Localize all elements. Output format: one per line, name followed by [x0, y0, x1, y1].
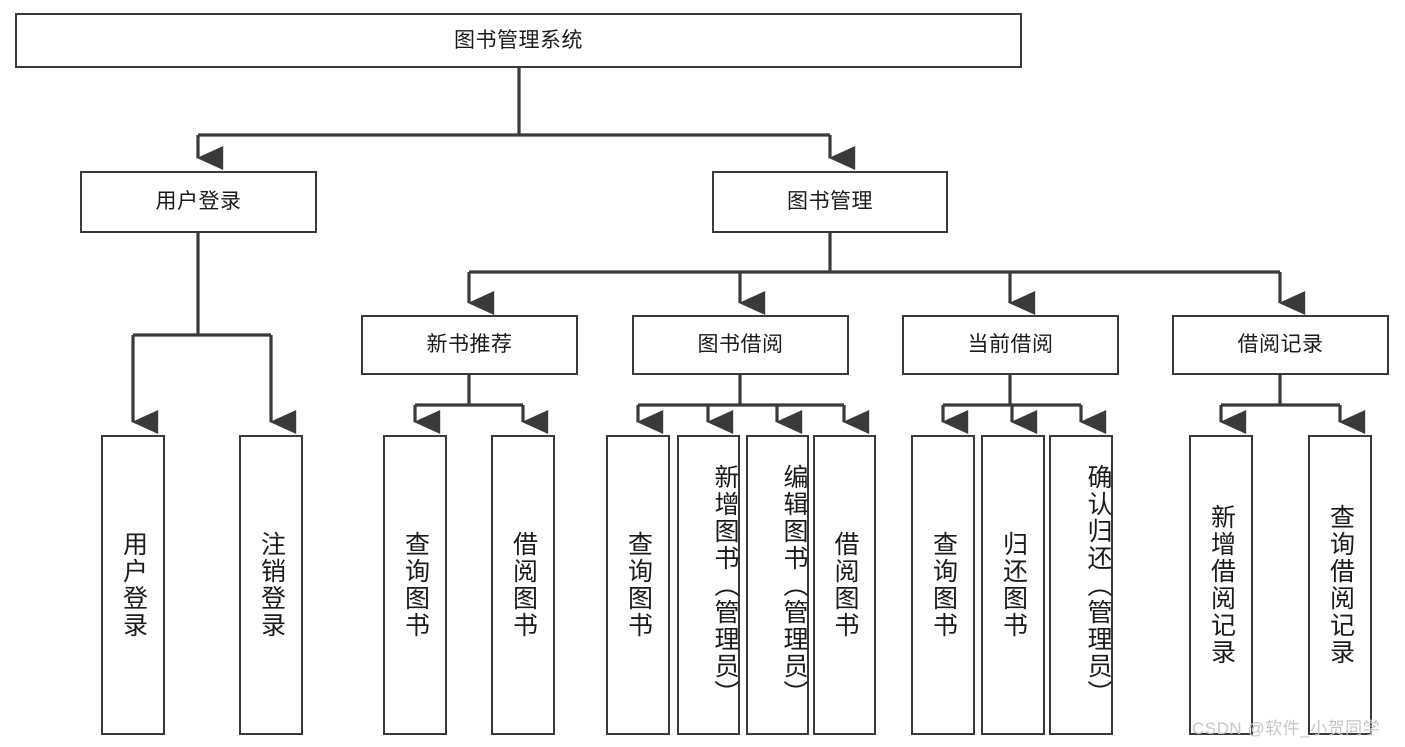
leaf-return-book[interactable]: 归还图书 — [981, 435, 1045, 735]
leaf-confirm-return[interactable]: 确认归还（管理员） — [1049, 435, 1113, 735]
node-new-book-rec[interactable]: 新书推荐 — [361, 315, 578, 375]
node-book-borrow[interactable]: 图书借阅 — [632, 315, 849, 375]
leaf-borrow-book-2[interactable]: 借阅图书 — [813, 435, 876, 735]
leaf-add-book[interactable]: 新增图书（管理员） — [677, 435, 740, 735]
leaf-query-record[interactable]: 查询借阅记录 — [1308, 435, 1372, 735]
node-root-title[interactable]: 图书管理系统 — [15, 13, 1022, 68]
leaf-edit-book[interactable]: 编辑图书（管理员） — [746, 435, 809, 735]
leaf-logout-login[interactable]: 注销登录 — [239, 435, 303, 735]
leaf-add-record[interactable]: 新增借阅记录 — [1189, 435, 1253, 735]
node-borrow-record[interactable]: 借阅记录 — [1172, 315, 1389, 375]
leaf-user-login[interactable]: 用户登录 — [101, 435, 165, 735]
node-user-login[interactable]: 用户登录 — [80, 171, 317, 233]
leaf-query-book-1[interactable]: 查询图书 — [383, 435, 447, 735]
node-book-manage[interactable]: 图书管理 — [712, 171, 948, 233]
leaf-query-book-3[interactable]: 查询图书 — [911, 435, 975, 735]
leaf-borrow-book-1[interactable]: 借阅图书 — [491, 435, 555, 735]
leaf-query-book-2[interactable]: 查询图书 — [606, 435, 670, 735]
watermark-csdn: CSDN @软件_小贺同学 — [1192, 719, 1381, 738]
node-current-borrow[interactable]: 当前借阅 — [902, 315, 1119, 375]
